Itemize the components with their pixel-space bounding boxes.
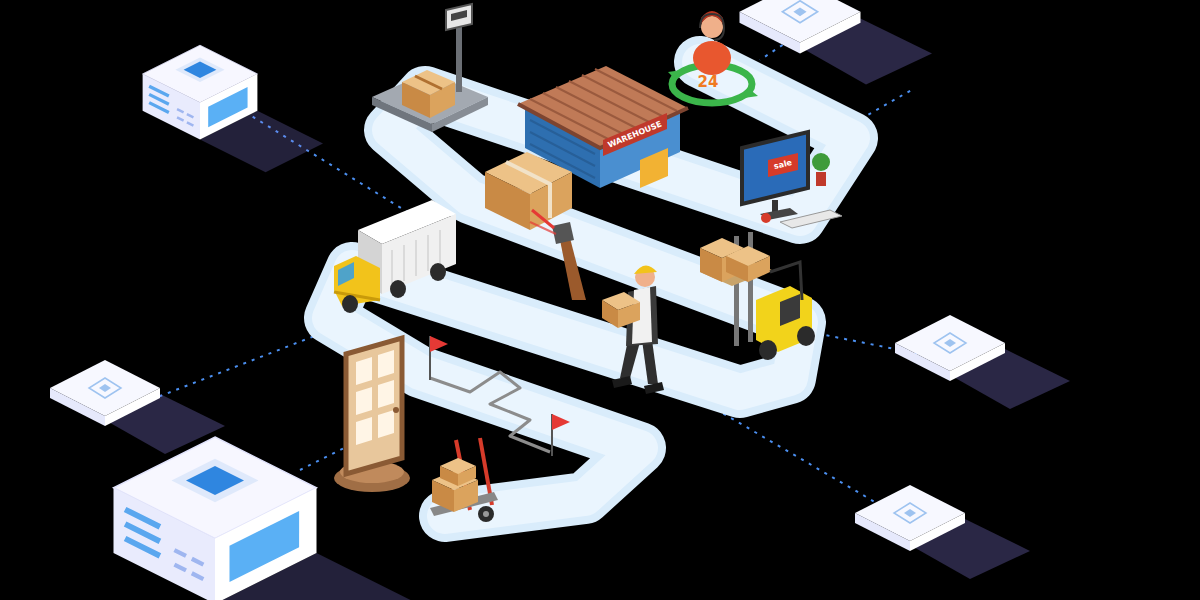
computer (742, 132, 842, 228)
server-tile (50, 360, 225, 454)
hand-truck (430, 438, 498, 522)
server-tile (895, 315, 1070, 409)
road (330, 62, 852, 516)
server-tile (855, 485, 1030, 579)
boxes-scanner (485, 152, 586, 300)
support-agent (668, 11, 758, 103)
hours-number: 24 (698, 75, 719, 90)
route-flags (430, 336, 570, 456)
door (334, 338, 410, 492)
truck (334, 200, 456, 313)
server-cube (143, 45, 323, 172)
worker (602, 265, 664, 394)
forklift (700, 232, 815, 360)
scale (372, 4, 488, 132)
